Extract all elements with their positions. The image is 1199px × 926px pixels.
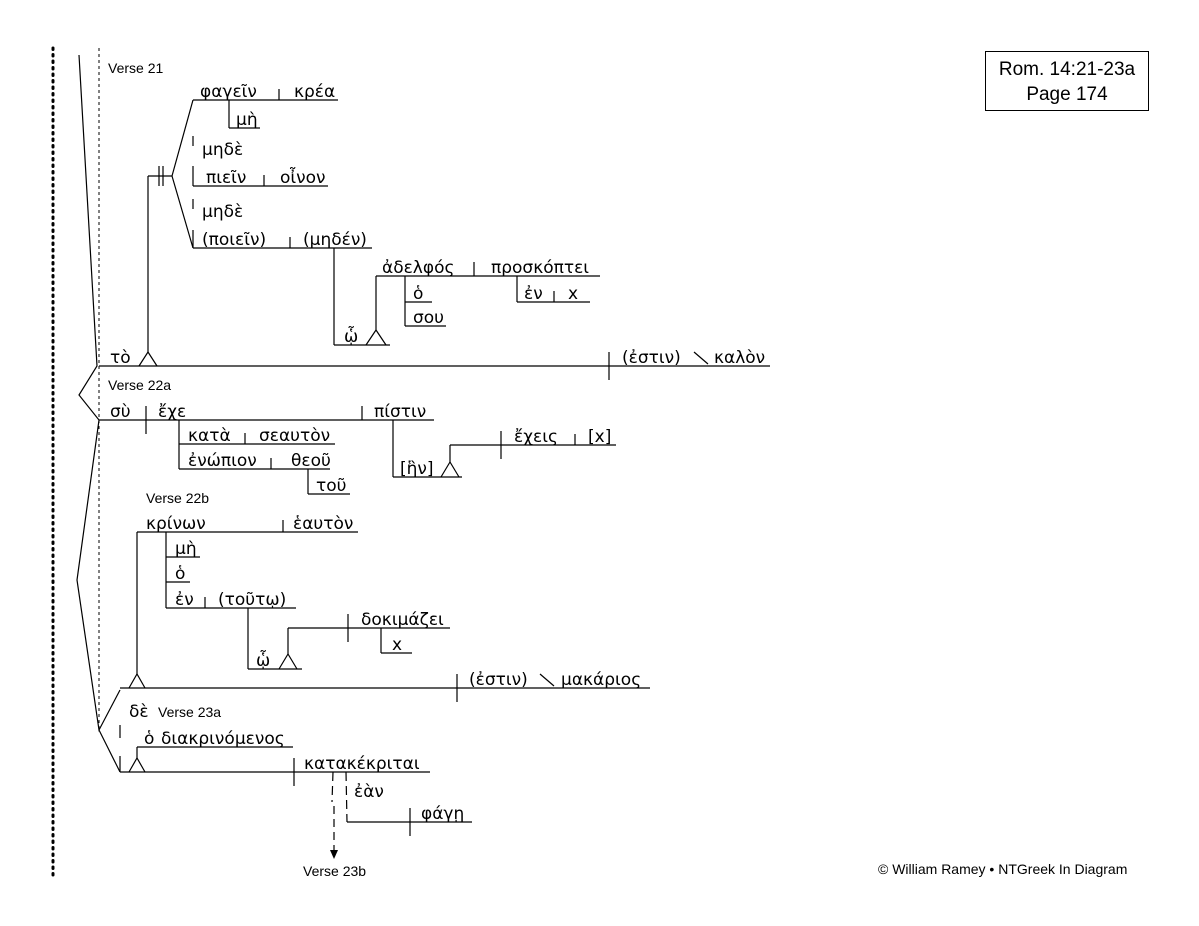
clause-makarios: κρίνων ἑαυτὸν μὴ ὁ ἐν (τοῦτῳ) ᾧ δοκιμάζε… <box>120 514 650 702</box>
verse-21-label: Verse 21 <box>108 60 163 76</box>
clause-eche: σὺ ἔχε πίστιν κατὰ σεαυτὸν ἐνώπιον θεοῦ … <box>99 402 616 496</box>
word-sou: σου <box>413 308 444 328</box>
phrase-fagein: φαγεῖν κρέα μὴ <box>193 82 338 130</box>
word-me-2: μὴ <box>175 539 197 559</box>
word-kalon: καλὸν <box>714 348 765 368</box>
word-adelfos: ἀδελφός <box>382 258 454 278</box>
phrase-poiein: (ποιεῖν) (μηδέν) <box>192 230 372 250</box>
word-estin-2: (ἐστιν) <box>469 670 528 690</box>
word-touto: (τοῦτῳ) <box>218 590 286 610</box>
word-de: δὲ <box>129 702 149 722</box>
word-krinon: κρίνων <box>146 514 206 534</box>
word-fagein: φαγεῖν <box>200 82 257 102</box>
word-mede-1: μηδὲ <box>202 140 243 160</box>
word-enopion: ἐνώπιον <box>188 451 257 471</box>
word-proskoptei: προσκόπτει <box>491 258 589 278</box>
word-en-1: ἐν <box>524 284 543 304</box>
verse-23a-label: Verse 23a <box>158 704 221 720</box>
word-meden: (μηδέν) <box>303 230 367 250</box>
word-echeis: ἔχεις <box>514 427 558 447</box>
word-ean: ἐὰν <box>354 782 384 802</box>
copyright-footer: © William Ramey • NTGreek In Diagram <box>878 861 1128 877</box>
word-heauton: ἑαυτὸν <box>293 514 353 534</box>
relative-clause-proskoptei: ᾧ ἀδελφός προσκόπτει ὁ σου ἐν x <box>333 248 600 347</box>
word-hw-1: ᾧ <box>344 326 358 347</box>
verse-23b-label: Verse 23b <box>303 863 366 879</box>
word-hen-relative: [ἣν] <box>400 459 434 479</box>
reference-page: Page 174 <box>1026 84 1108 105</box>
word-dokimazei: δοκιμάζει <box>361 610 444 630</box>
infinitive-fork <box>138 99 194 367</box>
word-estin-1: (ἐστιν) <box>622 348 681 368</box>
word-oinon: οἶνον <box>280 166 326 188</box>
word-katakekritai: κατακέκριται <box>304 754 420 774</box>
verse-22b-label: Verse 22b <box>146 490 209 506</box>
word-to: τὸ <box>110 348 131 368</box>
word-x-2: [x] <box>588 427 611 447</box>
word-makarios: μακάριος <box>561 670 641 690</box>
main-clause-kalon: τὸ (ἐστιν) καλὸν <box>99 348 770 380</box>
word-en-2: ἐν <box>175 590 194 610</box>
phrase-piein: πιεῖν οἶνον <box>192 166 328 188</box>
word-pistin: πίστιν <box>374 402 426 422</box>
word-su: σὺ <box>110 402 131 422</box>
word-seauton: σεαυτὸν <box>259 426 330 446</box>
word-o-3: ὁ <box>144 729 154 749</box>
word-x-1: x <box>568 284 578 304</box>
verse-22a-label: Verse 22a <box>108 377 171 393</box>
word-o-2: ὁ <box>175 564 185 584</box>
word-tou: τοῦ <box>316 476 346 496</box>
word-piein: πιεῖν <box>206 168 246 188</box>
word-phage: φάγῃ <box>421 804 464 824</box>
word-hw-2: ᾧ <box>256 650 270 671</box>
word-kata: κατὰ <box>188 426 231 446</box>
word-o-1: ὁ <box>413 284 423 304</box>
word-me-1: μὴ <box>236 110 258 130</box>
word-x-3: x <box>392 635 402 655</box>
word-eche: ἔχε <box>158 402 186 422</box>
reference-box: Rom. 14:21-23a Page 174 <box>985 51 1149 111</box>
arrow-down-icon <box>330 850 338 859</box>
word-poiein: (ποιεῖν) <box>202 230 266 250</box>
word-theou: θεοῦ <box>291 451 331 471</box>
word-krea: κρέα <box>294 82 335 102</box>
word-mede-2: μηδὲ <box>202 202 243 222</box>
word-diakrinomenos: διακρινόμενος <box>161 729 285 749</box>
reference-verse: Rom. 14:21-23a <box>998 59 1136 80</box>
clause-katakekritai: ὁ διακρινόμενος κατακέκριται ἐὰν φάγῃ <box>119 725 472 859</box>
